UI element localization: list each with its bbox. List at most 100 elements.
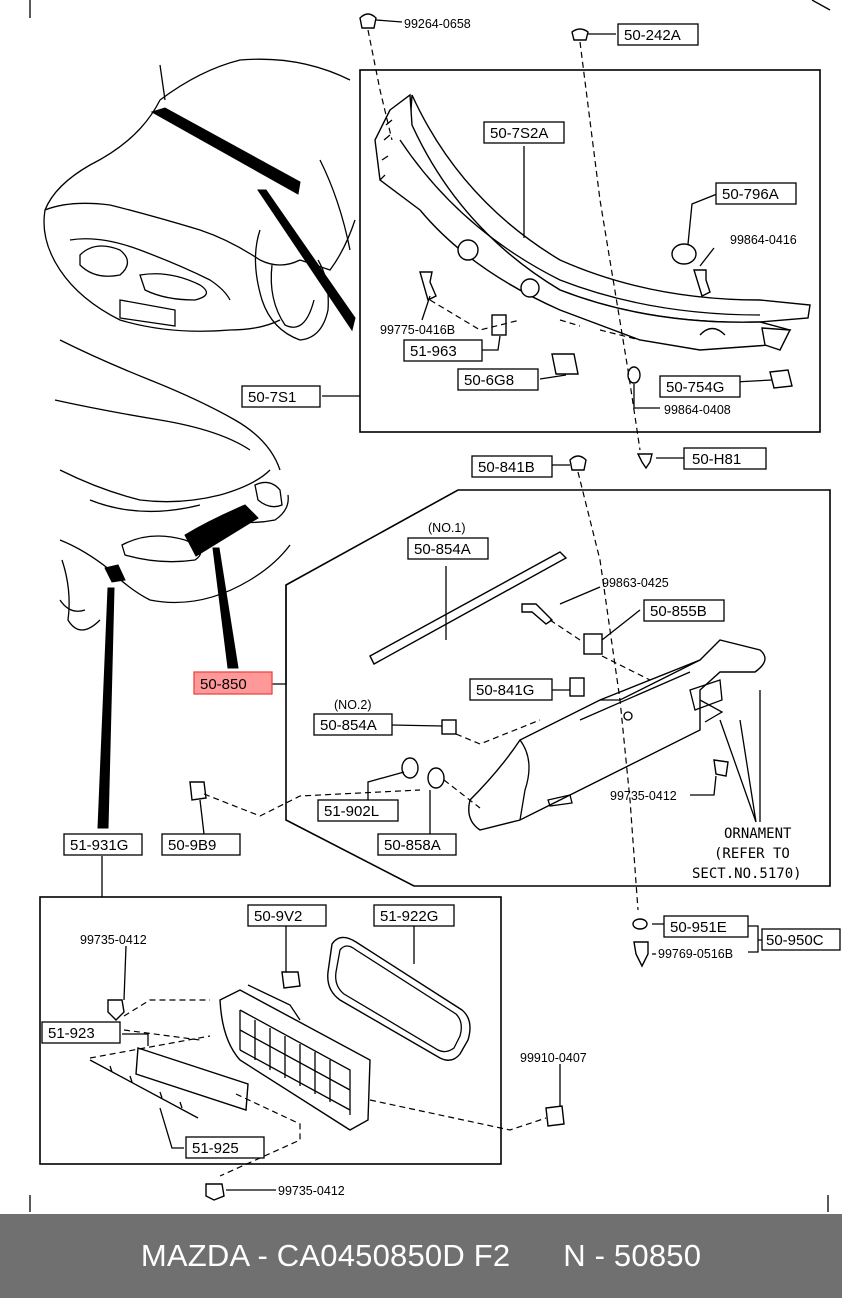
clip-50-841B xyxy=(569,455,587,471)
svg-text:(NO.2): (NO.2) xyxy=(334,698,372,712)
label-99864-0416: 99864-0416 xyxy=(730,233,797,247)
label-50-H81: 50-H81 xyxy=(683,447,767,470)
rivet-strip-51-925 xyxy=(89,1059,199,1119)
rear-grille-part xyxy=(468,639,766,831)
svg-text:99775-0416B: 99775-0416B xyxy=(380,323,455,337)
label-no2: (NO.2) xyxy=(334,698,372,712)
clip-50-242A xyxy=(571,28,589,41)
svg-text:(NO.1): (NO.1) xyxy=(428,521,466,535)
seal-51-923 xyxy=(135,1047,249,1111)
gasket-51-922G xyxy=(327,936,471,1061)
middle-assembly-frame xyxy=(285,489,831,887)
label-50-841B: 50-841B xyxy=(471,455,553,478)
svg-text:50-H81: 50-H81 xyxy=(692,451,741,468)
label-51-925: 51-925 xyxy=(185,1136,265,1159)
svg-text:50-850: 50-850 xyxy=(200,676,247,693)
svg-text:50-796A: 50-796A xyxy=(722,186,779,203)
svg-text:ORNAMENT: ORNAMENT xyxy=(724,826,792,842)
label-50-855B: 50-855B xyxy=(643,599,725,622)
label-99864-0408: 99864-0408 xyxy=(664,403,731,417)
svg-text:99864-0408: 99864-0408 xyxy=(664,403,731,417)
molding-50-854A-no1 xyxy=(369,551,568,665)
label-99264-0658: 99264-0658 xyxy=(404,17,471,31)
svg-text:51-902L: 51-902L xyxy=(324,803,379,820)
clip-50-855B xyxy=(583,633,603,655)
svg-text:50-841B: 50-841B xyxy=(478,459,535,476)
svg-text:51-931G: 51-931G xyxy=(70,837,128,854)
clip-99264-0658 xyxy=(359,13,377,29)
label-99863-0425: 99863-0425 xyxy=(602,576,669,590)
svg-text:50-858A: 50-858A xyxy=(384,837,441,854)
label-50-950C: 50-950C xyxy=(761,928,841,951)
svg-text:99735-0412: 99735-0412 xyxy=(80,933,147,947)
svg-text:99735-0412: 99735-0412 xyxy=(278,1184,345,1198)
svg-text:50-855B: 50-855B xyxy=(650,603,707,620)
cowl-grille-strip xyxy=(150,107,356,332)
label-51-931G: 51-931G xyxy=(63,833,143,856)
svg-text:50-6G8: 50-6G8 xyxy=(464,372,514,389)
label-99735-0412-bottom: 99735-0412 xyxy=(278,1184,345,1198)
bottom-assembly: 51-931G 50-9V2 51-922G 99735-0412 51-923… xyxy=(39,833,841,1201)
svg-text:50-754G: 50-754G xyxy=(666,379,724,396)
svg-text:50-9V2: 50-9V2 xyxy=(254,908,302,925)
svg-text:51-923: 51-923 xyxy=(48,1025,95,1042)
clip-51-963 xyxy=(491,314,507,336)
screw-99735-0412-mid xyxy=(713,759,729,777)
top-assembly: 99264-0658 50-242A 50-7S2A 50-796A 99864… xyxy=(241,13,821,451)
label-50-6G8: 50-6G8 xyxy=(457,368,539,391)
label-50-754G: 50-754G xyxy=(659,375,741,398)
svg-text:50-7S1: 50-7S1 xyxy=(248,389,296,406)
clip-50-754G xyxy=(769,369,793,389)
svg-text:99864-0416: 99864-0416 xyxy=(730,233,797,247)
label-50-242A: 50-242A xyxy=(617,23,699,46)
label-51-963: 51-963 xyxy=(403,339,483,362)
washer-51-902L xyxy=(401,757,419,779)
clip-50-H81 xyxy=(636,453,653,470)
nut-50-9B9 xyxy=(189,781,207,801)
svg-text:50-951E: 50-951E xyxy=(670,919,727,936)
label-50-951E: 50-951E xyxy=(663,915,749,938)
label-50-854A-no1: 50-854A xyxy=(407,537,489,560)
screw-99864-0416 xyxy=(693,269,711,297)
svg-text:51-922G: 51-922G xyxy=(380,908,438,925)
nut-99864-0408 xyxy=(627,366,641,384)
label-99735-0412-left: 99735-0412 xyxy=(80,933,147,947)
label-50-9B9: 50-9B9 xyxy=(161,833,241,856)
svg-text:50-854A: 50-854A xyxy=(320,717,377,734)
svg-text:99863-0425: 99863-0425 xyxy=(602,576,669,590)
svg-text:51-925: 51-925 xyxy=(192,1140,239,1157)
parts-diagram: 99264-0658 50-242A 50-7S2A 50-796A 99864… xyxy=(29,0,841,1212)
label-51-922G: 51-922G xyxy=(373,904,455,927)
svg-text:99910-0407: 99910-0407 xyxy=(520,1051,587,1065)
label-50-796A: 50-796A xyxy=(715,182,797,205)
label-50-854A-no2: 50-854A xyxy=(313,713,393,736)
top-assembly-frame xyxy=(359,69,821,433)
screw-99735-0412-left xyxy=(107,999,125,1021)
screw-99863-0425 xyxy=(521,603,554,625)
clip-99910-0407 xyxy=(545,1105,565,1127)
ornament-note: ORNAMENT (REFER TO SECT.NO.5170) xyxy=(692,826,802,882)
svg-text:SECT.NO.5170): SECT.NO.5170) xyxy=(692,866,802,882)
svg-text:51-963: 51-963 xyxy=(410,343,457,360)
label-99735-0412-mid: 99735-0412 xyxy=(610,789,677,803)
svg-text:99769-0516B: 99769-0516B xyxy=(658,947,733,961)
label-99775-0416B: 99775-0416B xyxy=(380,323,455,337)
clip-50-9V2 xyxy=(281,971,301,989)
svg-text:99735-0412: 99735-0412 xyxy=(610,789,677,803)
screw-99769-0516B xyxy=(633,941,649,968)
label-99910-0407: 99910-0407 xyxy=(520,1051,587,1065)
label-50-7S2A: 50-7S2A xyxy=(483,121,565,144)
label-50-841G: 50-841G xyxy=(469,678,553,701)
bottom-assembly-frame xyxy=(39,896,502,1165)
svg-text:50-9B9: 50-9B9 xyxy=(168,837,216,854)
bushing-50-858A xyxy=(427,767,445,789)
label-50-9V2: 50-9V2 xyxy=(247,904,327,927)
svg-text:99264-0658: 99264-0658 xyxy=(404,17,471,31)
duct-frame xyxy=(219,984,371,1131)
part-number-caption: MAZDA - CA0450850D F2 N - 50850 xyxy=(140,1238,702,1273)
clip-50-841G xyxy=(569,677,585,697)
label-51-902L: 51-902L xyxy=(317,799,399,822)
label-51-923: 51-923 xyxy=(41,1021,121,1044)
clip-50-6G8 xyxy=(551,353,579,375)
cowl-grille-part xyxy=(374,93,811,351)
